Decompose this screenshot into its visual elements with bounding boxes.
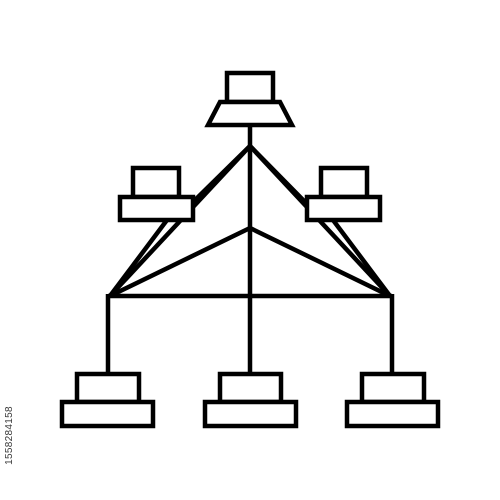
wire-mid-left-to-hub-left xyxy=(108,218,169,298)
laptop-icon xyxy=(204,70,296,128)
laptop-screen xyxy=(224,70,276,105)
stock-image-id: 1558284158 xyxy=(2,380,16,490)
monitor-mid-right xyxy=(318,165,370,200)
computer-icon-mid-left xyxy=(117,165,196,223)
computer-icon-mid-right xyxy=(304,165,383,223)
monitor-bottom-center xyxy=(217,371,284,405)
wire-mid-right-to-hub-right xyxy=(331,218,392,298)
connection-lines xyxy=(105,126,395,374)
monitor-bottom-left xyxy=(74,371,142,405)
wire-apex-to-hub-left xyxy=(109,225,251,299)
computer-icon-bottom-left xyxy=(59,371,156,429)
base-bottom-right xyxy=(344,399,441,429)
base-mid-right xyxy=(304,194,383,223)
monitor-bottom-right xyxy=(359,371,427,405)
base-bottom-left xyxy=(59,399,156,429)
monitor-mid-left xyxy=(130,165,182,200)
base-mid-left xyxy=(117,194,196,223)
stock-image-id-text: 1558284158 xyxy=(3,405,15,465)
computer-icon-bottom-center xyxy=(202,371,299,429)
base-bottom-center xyxy=(202,399,299,429)
wire-apex-to-hub-right xyxy=(249,225,391,299)
computer-icon-bottom-right xyxy=(344,371,441,429)
laptop-base xyxy=(204,99,296,128)
